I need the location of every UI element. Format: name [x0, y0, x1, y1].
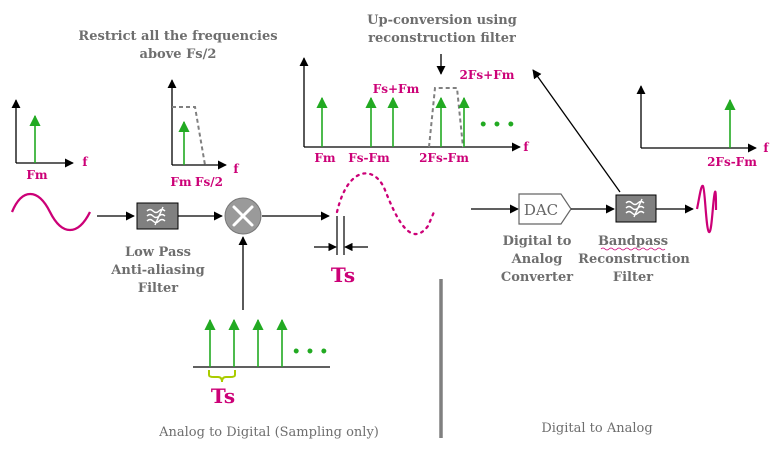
label-fm: Fm — [314, 151, 336, 165]
dac-label-line1: Digital to — [503, 234, 572, 249]
ts-label-top: Ts — [331, 263, 355, 287]
axis-f: f — [763, 141, 769, 155]
mixer — [224, 197, 262, 235]
multiplier-x-icon — [232, 205, 254, 227]
sampled-spectrum: • • • Fs+Fm 2Fs+Fm Fm Fs-Fm 2Fs-Fm f — [299, 57, 529, 165]
lowpass-filter-icon — [625, 198, 645, 218]
dac-block-label: DAC — [524, 201, 558, 219]
lpf-label-line2: Anti-aliasing — [110, 263, 204, 278]
restrict-note-line1: Restrict all the frequencies — [78, 29, 277, 44]
adc-section-label: Analog to Digital (Sampling only) — [158, 425, 379, 440]
upconversion-note-line1: Up-conversion using — [367, 13, 517, 28]
sampling-impulse-train: • • • — [193, 318, 330, 383]
lpf-box — [136, 202, 179, 230]
label-2fs-minus-fm: 2Fs-Fm — [419, 151, 469, 165]
impulse-ellipsis: • • • — [292, 344, 329, 360]
sampled-sine-wave — [335, 172, 436, 236]
bpf-label-line2: Reconstruction — [578, 252, 690, 267]
input-spectrum: Fm f — [11, 99, 88, 182]
tick-fm: Fm — [170, 175, 192, 189]
lowpass-filter-icon — [146, 206, 166, 226]
sample-period-marker — [314, 216, 368, 255]
bpf-box — [615, 194, 657, 223]
upconversion-note-line2: reconstruction filter — [368, 31, 516, 46]
output-wave — [695, 184, 718, 234]
reconstruction-filter-outline — [428, 87, 464, 148]
bpf-to-upconversion-arrow — [532, 69, 621, 193]
label-fs-minus-fm: Fs-Fm — [348, 151, 390, 165]
label-2fs-plus-fm: 2Fs+Fm — [460, 68, 515, 82]
bpf-label-line3: Filter — [613, 270, 653, 285]
lpf-spectrum: Fm Fs/2 f — [167, 79, 239, 189]
tick-fs-half: Fs/2 — [195, 175, 223, 189]
lowpass-filter-block — [136, 202, 179, 230]
tick-fm: Fm — [26, 168, 48, 182]
ts-label-bottom: Ts — [211, 384, 235, 408]
lpf-passband-outline — [172, 106, 206, 166]
lpf-label-line1: Low Pass — [125, 245, 191, 260]
dac-block — [518, 193, 572, 225]
label-fs-plus-fm: Fs+Fm — [373, 82, 420, 96]
axis-f: f — [233, 162, 239, 176]
bandpass-filter-block — [615, 194, 657, 223]
tick-2fs-minus-fm: 2Fs-Fm — [707, 155, 757, 169]
dac-label-line3: Converter — [501, 270, 573, 285]
output-spectrum: 2Fs-Fm f — [636, 85, 769, 169]
dac-label-line2: Analog — [511, 252, 563, 267]
spellcheck-underline — [600, 247, 666, 251]
axis-f: f — [82, 155, 88, 169]
ts-brace — [208, 370, 236, 383]
input-sine-wave — [10, 193, 92, 231]
dac-section-label: Digital to Analog — [541, 421, 652, 436]
restrict-note-line2: above Fs/2 — [140, 47, 217, 62]
spectrum-ellipsis: • • • — [479, 117, 516, 133]
lpf-label-line3: Filter — [138, 281, 178, 296]
axis-f: f — [523, 140, 529, 154]
bpf-label-line1: Bandpass — [598, 234, 668, 249]
